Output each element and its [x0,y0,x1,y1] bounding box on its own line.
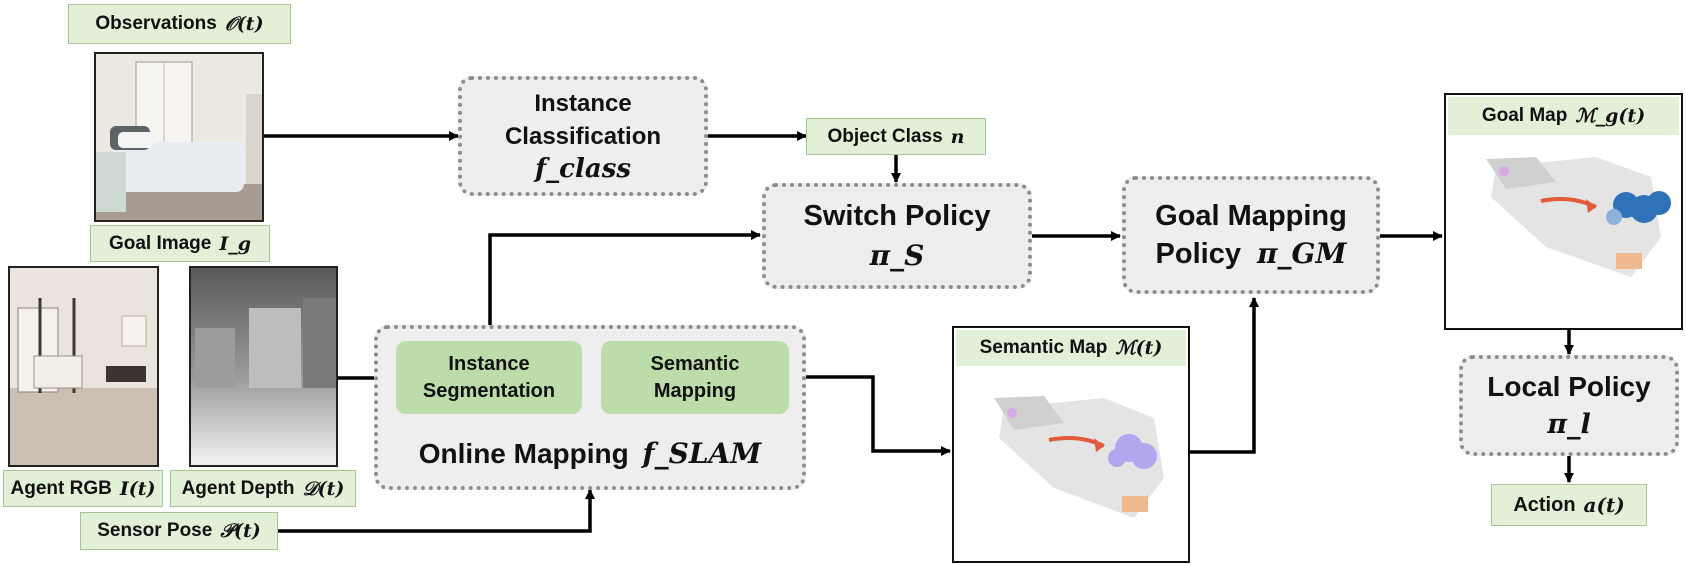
goal-map-image [1486,157,1671,277]
local-policy-box: Local Policy π_l [1459,355,1679,456]
local-policy-title: Local Policy [1487,370,1651,402]
online-mapping-symbol: f_SLAM [642,437,762,470]
goal-image-symbol: I_g [219,232,252,255]
sensor-pose-symbol: 𝒫(t) [220,520,261,542]
goal-map-text: Goal Map [1481,105,1568,126]
agent-depth-symbol: 𝒟(t) [302,477,345,500]
semantic-mapping-line2: Mapping [653,379,737,402]
semantic-map-symbol: ℳ(t) [1115,337,1163,359]
observations-symbol: 𝒪(t) [224,13,264,35]
instance-classification-line1: Instance [534,89,632,117]
object-class-label: Object Class n [806,118,986,155]
arrow-semantic-map-to-goal-mapping [1190,297,1259,454]
observations-text: Observations [95,13,217,34]
instance-classification-symbol: f_class [534,153,631,184]
agent-depth-text: Agent Depth [181,477,295,499]
semantic-mapping-module: Semantic Mapping [601,341,789,414]
arrow-semantic-mapping-to-semantic-map [790,375,951,456]
object-class-text: Object Class [827,125,943,147]
goal-image-photo [94,52,264,222]
goal-mapping-policy-box: Goal Mapping Policy π_GM [1122,176,1380,294]
agent-rgb-photo [8,266,159,467]
agent-depth-photo [189,266,338,467]
agent-rgb-text: Agent RGB [10,477,112,499]
object-class-symbol: n [950,125,965,148]
observations-label: Observations 𝒪(t) [68,4,291,44]
goal-mapping-policy-symbol: π_GM [1257,237,1347,270]
switch-policy-symbol: π_S [869,239,925,272]
goal-mapping-policy-line1: Goal Mapping [1155,200,1347,232]
arrow-sensor-pose-to-online-mapping [278,489,595,533]
arrow-segmentation-to-switch-policy [488,230,761,338]
semantic-mapping-line1: Semantic [650,352,740,375]
instance-segmentation-line1: Instance [448,352,530,375]
instance-classification-line2: Classification [504,122,662,150]
local-policy-symbol: π_l [1547,408,1591,440]
action-label: Action a(t) [1491,484,1647,526]
sensor-pose-label: Sensor Pose 𝒫(t) [80,512,278,550]
semantic-map-text: Semantic Map [979,337,1108,358]
instance-segmentation-module: Instance Segmentation [396,341,582,414]
goal-mapping-policy-line2: Policy [1155,238,1241,270]
semantic-map-panel: Semantic Map ℳ(t) [952,326,1190,563]
instance-segmentation-line2: Segmentation [422,379,556,402]
semantic-map-image [994,396,1164,518]
agent-rgb-label: Agent RGB I(t) [3,470,163,507]
goal-image-text: Goal Image [108,232,212,254]
goal-image-label: Goal Image I_g [90,225,270,262]
semantic-map-label: Semantic Map ℳ(t) [956,330,1186,366]
online-mapping-title: Online Mapping [418,438,629,469]
goal-map-panel: Goal Map ℳ_g(t) [1444,93,1683,330]
instance-classification-box: Instance Classification f_class [458,76,708,196]
sensor-pose-text: Sensor Pose [97,520,213,541]
action-text: Action [1513,493,1576,516]
switch-policy-box: Switch Policy π_S [762,183,1032,289]
goal-map-label: Goal Map ℳ_g(t) [1448,97,1679,135]
action-symbol: a(t) [1583,493,1625,517]
agent-rgb-symbol: I(t) [119,477,156,500]
goal-map-symbol: ℳ_g(t) [1575,105,1646,127]
switch-policy-title: Switch Policy [803,200,991,232]
agent-depth-label: Agent Depth 𝒟(t) [170,470,356,507]
